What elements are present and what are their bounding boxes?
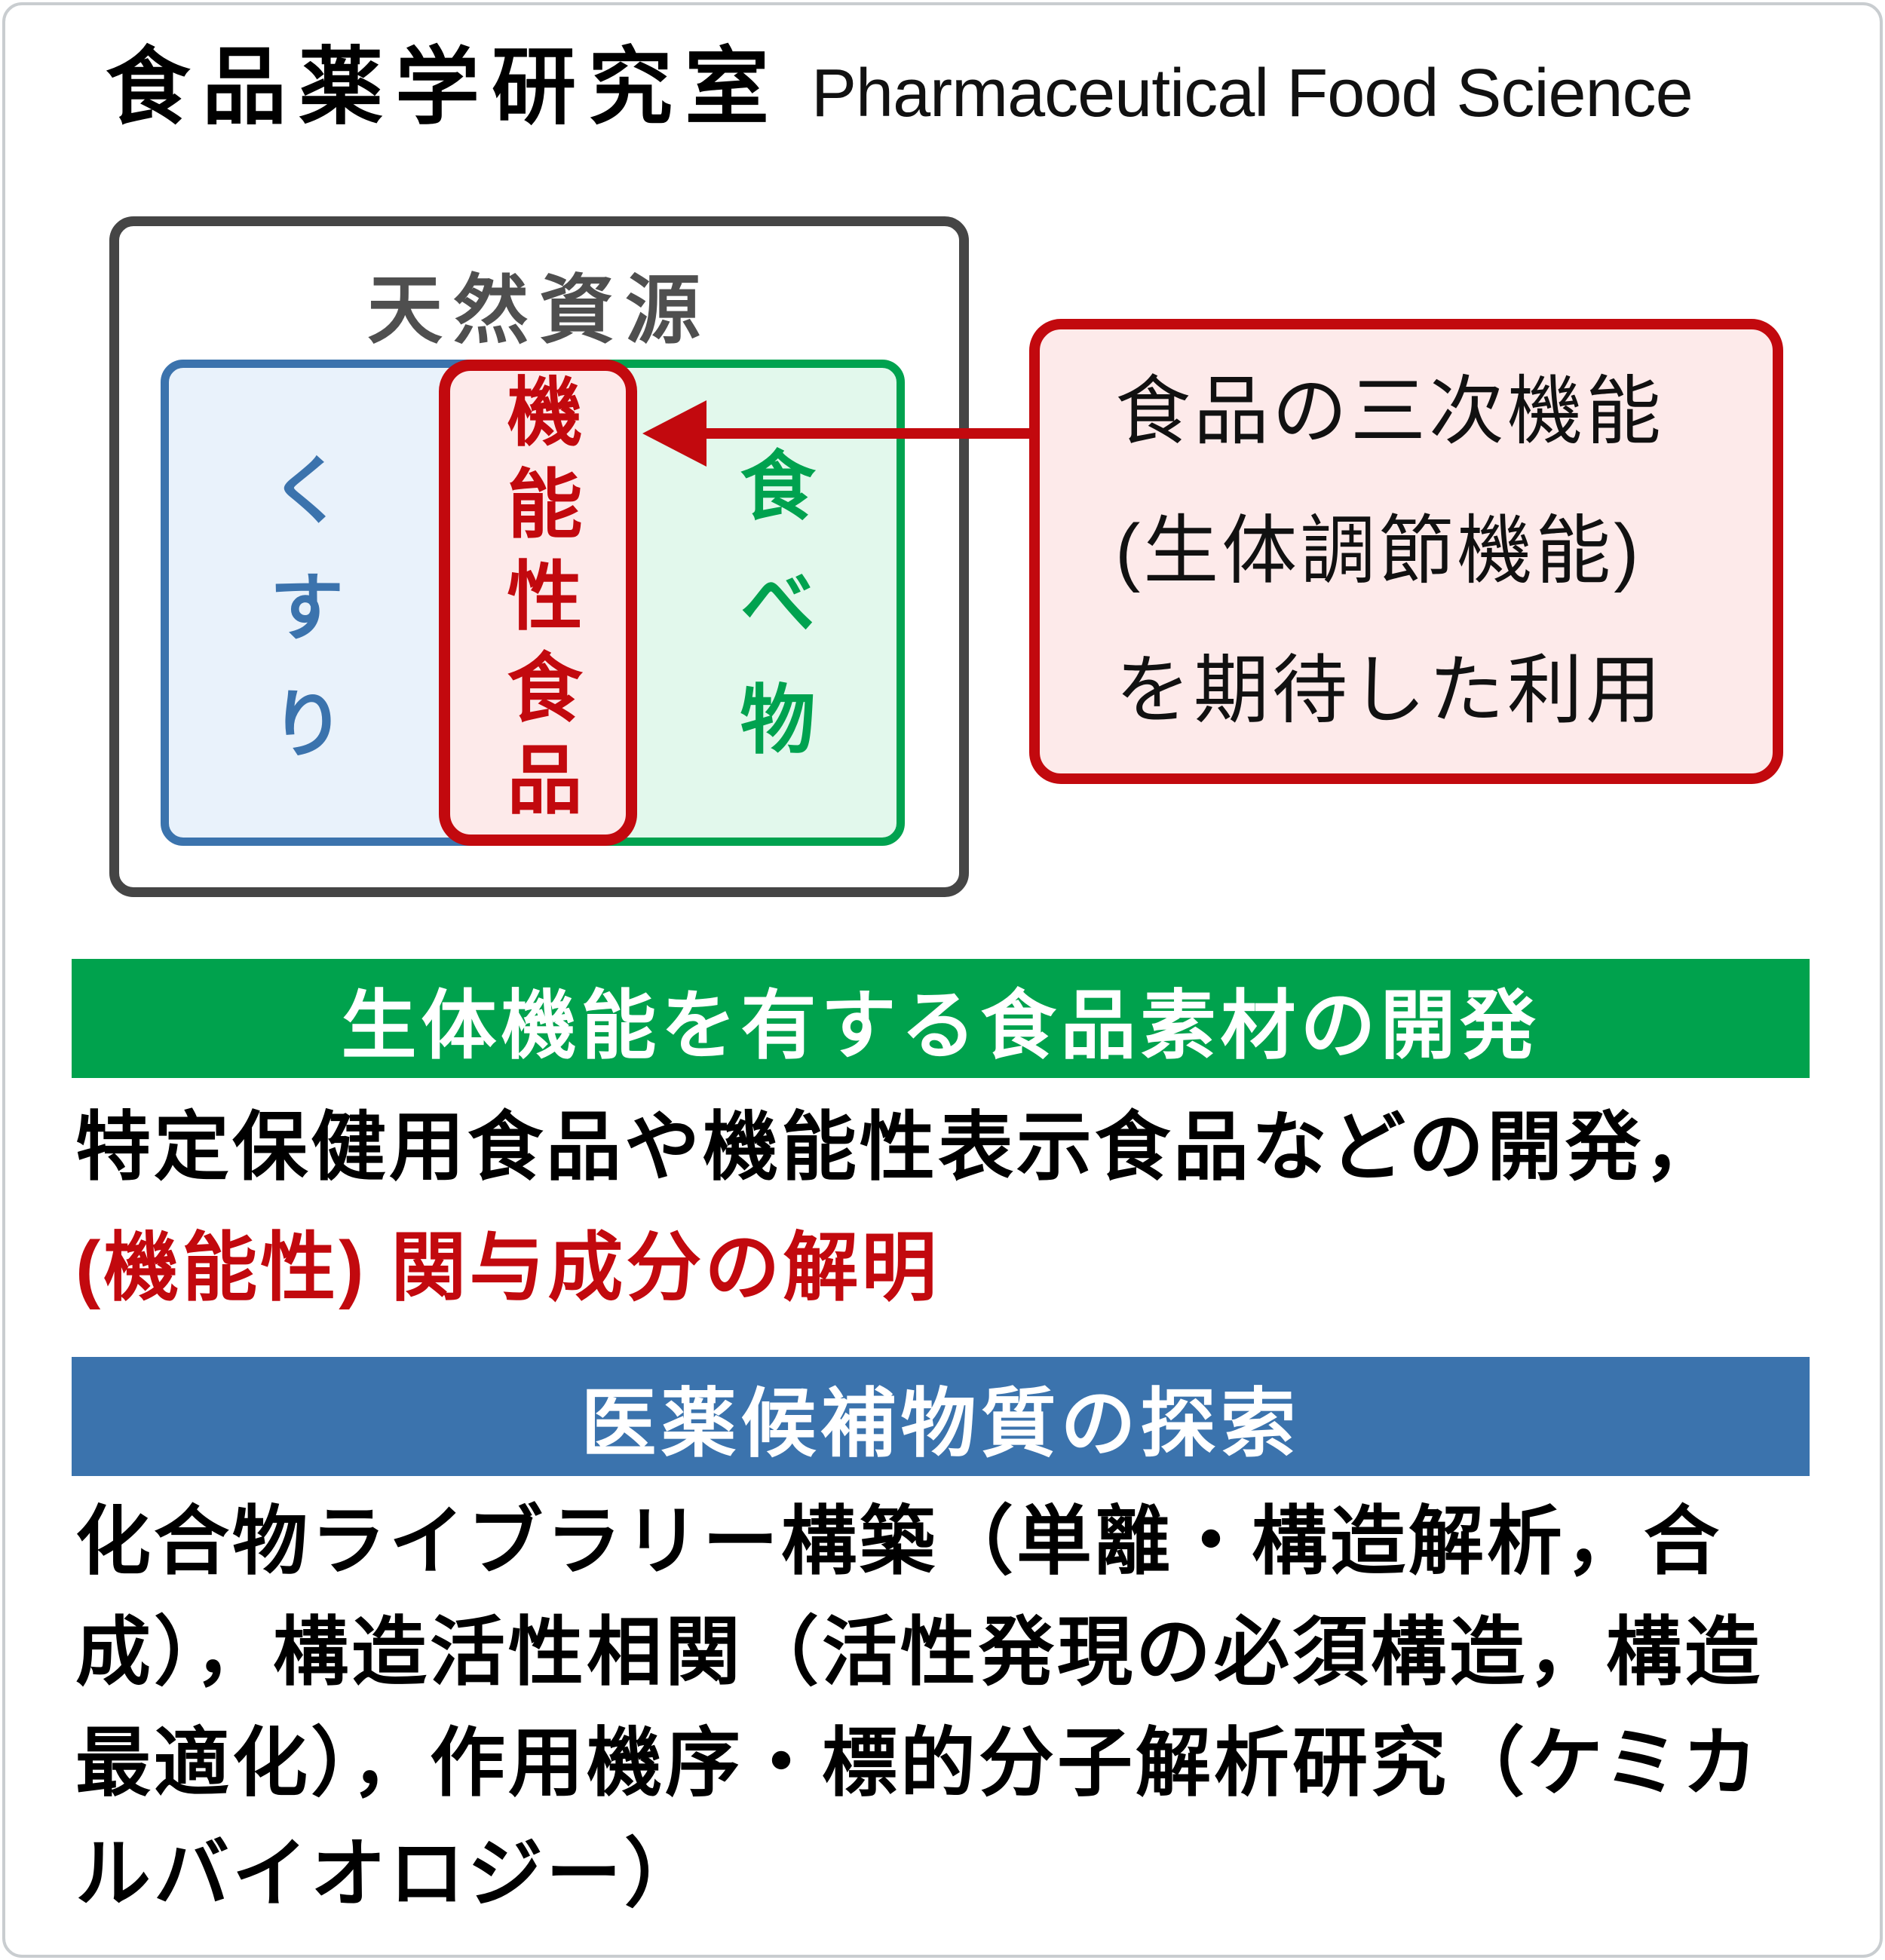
body-line-development: 特定保健用食品や機能性表示食品などの開発，: [75, 1105, 1722, 1190]
annotation-box: 食品の三次機能 (生体調節機能) を期待した利用: [1029, 319, 1783, 784]
section-banner-food-materials-label: 生体機能を有する食品素材の開発: [341, 983, 1540, 1068]
food-label: 食べ物: [728, 446, 813, 797]
annotation-line: を期待した利用: [1115, 648, 1664, 733]
functional-food-label: 機能性食品: [495, 372, 580, 832]
section-banner-drug-candidates-label: 医薬候補物質の探索: [581, 1381, 1301, 1466]
section-banner-food-materials: 生体機能を有する食品素材の開発: [72, 959, 1810, 1078]
arrow-left-icon: [642, 400, 706, 467]
annotation-line: (生体調節機能): [1115, 509, 1642, 593]
annotation-line: 食品の三次機能: [1115, 369, 1664, 454]
lab-title-japanese: 食品薬学研究室: [106, 40, 781, 134]
header: 食品薬学研究室 Pharmaceutical Food Science: [106, 35, 1693, 140]
section-food-materials-body: 特定保健用食品や機能性表示食品などの開発， (機能性) 関与成分の解明: [75, 1087, 1832, 1328]
functional-food-box: [439, 360, 637, 846]
annotation-arrow-line: [697, 428, 1033, 439]
lab-title-english: Pharmaceutical Food Science: [811, 56, 1693, 131]
drug-label: くすり: [258, 451, 342, 801]
natural-resources-label: 天然資源: [367, 268, 711, 353]
section-banner-drug-candidates: 医薬候補物質の探索: [72, 1357, 1810, 1476]
body-line-active-components: (機能性) 関与成分の解明: [75, 1226, 940, 1310]
section-drug-candidates-body: 化合物ライブラリー構築（単離・構造解析，合成），構造活性相関（活性発現の必須構造…: [75, 1499, 1763, 1916]
